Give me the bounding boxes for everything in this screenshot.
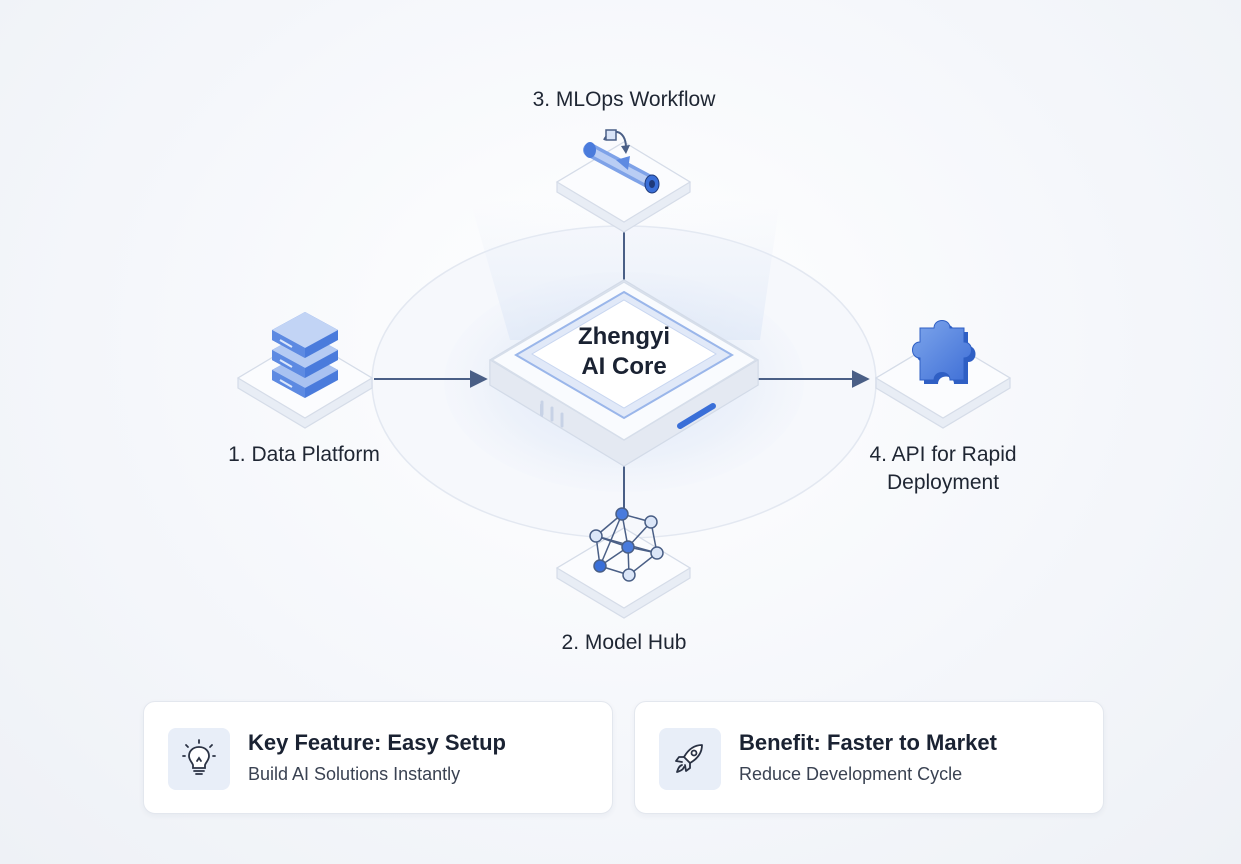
model-hub-tile[interactable] — [555, 507, 692, 619]
data-platform-label: 1. Data Platform — [228, 443, 380, 466]
data-platform-tile[interactable] — [236, 312, 374, 429]
neural-network-icon — [589, 507, 664, 582]
ai-core-title-line2: AI Core — [581, 353, 667, 380]
api-deployment-tile[interactable] — [874, 320, 1012, 429]
ai-core-title-line1: Zhengyi — [577, 323, 670, 350]
benefit-card: Benefit: Faster to Market Reduce Develop… — [634, 701, 1104, 814]
mlops-workflow-tile[interactable] — [555, 129, 692, 233]
benefit-subtitle: Reduce Development Cycle — [739, 764, 963, 784]
ai-core-block — [489, 279, 759, 467]
api-label-line1: 4. API for Rapid — [869, 443, 1017, 466]
rocket-icon — [659, 728, 721, 790]
key-feature-card: Key Feature: Easy Setup Build AI Solutio… — [143, 701, 613, 814]
database-server-icon — [272, 312, 338, 398]
api-label-line2: Deployment — [886, 471, 1000, 494]
ai-core-title: Zhengyi AI Core — [524, 322, 724, 382]
mlops-workflow-label: 3. MLOps Workflow — [532, 88, 716, 111]
key-feature-title: Key Feature: Easy Setup — [248, 730, 506, 755]
pipeline-workflow-icon — [583, 129, 660, 194]
lightbulb-icon — [168, 728, 230, 790]
model-hub-label: 2. Model Hub — [561, 631, 687, 654]
key-feature-subtitle: Build AI Solutions Instantly — [248, 764, 461, 784]
benefit-title: Benefit: Faster to Market — [739, 730, 997, 755]
puzzle-piece-icon — [912, 320, 976, 384]
